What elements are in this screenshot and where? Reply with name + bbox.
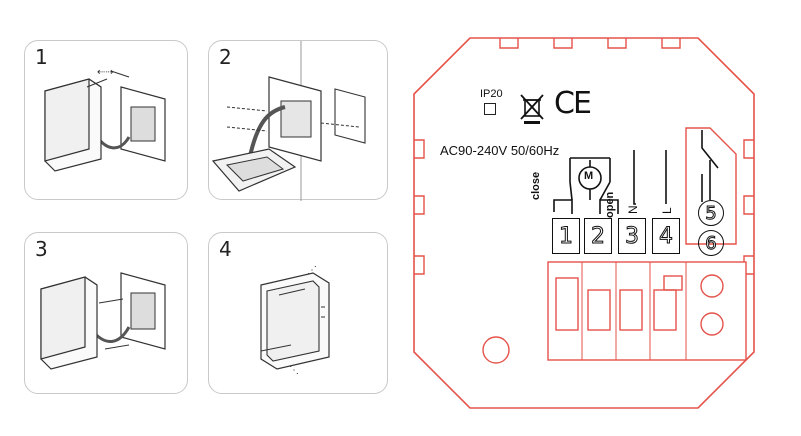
weee-bin-icon xyxy=(520,94,544,124)
step-4-number: 4 xyxy=(219,237,232,261)
terminal-6: 6 xyxy=(698,230,724,256)
step-2-number: 2 xyxy=(219,45,232,69)
step-1-panel: 1 ⇠⇢ xyxy=(24,40,188,200)
step-1-illustration: ⇠⇢ xyxy=(44,67,166,172)
step-2-panel: 2 xyxy=(208,40,388,201)
step-2-illustration xyxy=(211,41,366,201)
terminal-2-label: 2 xyxy=(591,223,606,249)
terminal-1: 1 xyxy=(552,218,580,254)
label-open: open xyxy=(604,191,616,218)
motor-symbol: M xyxy=(584,170,594,182)
ce-mark: CE xyxy=(554,86,592,121)
label-n: N xyxy=(626,205,640,214)
terminal-5-label: 5 xyxy=(705,202,717,224)
terminal-3-label: 3 xyxy=(625,223,640,249)
step-4-illustration: ⋰ ⋱ xyxy=(260,265,330,376)
step-3-illustration xyxy=(40,272,166,370)
terminal-4-label: 4 xyxy=(659,223,674,249)
step-3-number: 3 xyxy=(35,237,48,261)
terminal-4: 4 xyxy=(652,218,680,254)
terminal-6-label: 6 xyxy=(705,232,717,254)
svg-text:⋰: ⋰ xyxy=(307,265,317,276)
terminal-2: 2 xyxy=(584,218,612,254)
wiring-diagram: IP20 CE AC90-240V 50/60Hz xyxy=(404,0,801,436)
terminal-3: 3 xyxy=(618,218,646,254)
terminal-5: 5 xyxy=(698,200,724,226)
wiring-lines xyxy=(553,130,719,214)
ip-rating-square-icon xyxy=(484,103,496,115)
voltage-label: AC90-240V 50/60Hz xyxy=(440,143,560,158)
ip-rating-label: IP20 xyxy=(480,88,503,100)
svg-text:⋱: ⋱ xyxy=(289,365,299,376)
svg-text:⇠⇢: ⇠⇢ xyxy=(97,67,114,78)
label-l: L xyxy=(660,207,674,214)
step-3-panel: 3 xyxy=(24,232,188,394)
step-4-panel: 4 ⋰ ⋱ xyxy=(208,232,388,394)
label-close: close xyxy=(530,171,542,200)
terminal-1-label: 1 xyxy=(559,223,574,249)
step-1-number: 1 xyxy=(35,45,48,69)
